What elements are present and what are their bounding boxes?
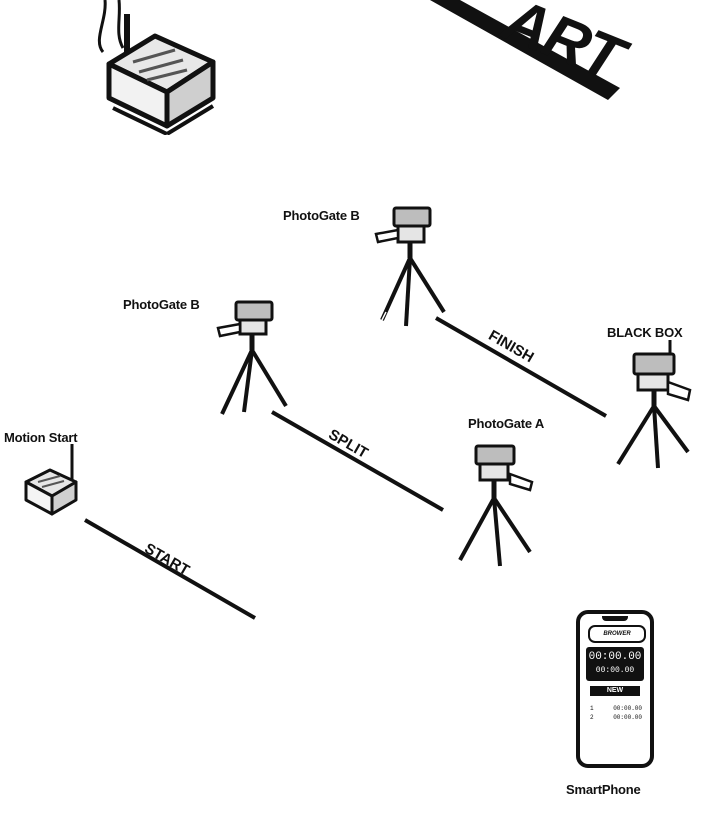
smartphone-label: SmartPhone <box>566 782 641 797</box>
phone-notch <box>602 616 628 621</box>
phone-logo: BROWER <box>588 625 646 643</box>
phone-new-button[interactable]: NEW <box>590 686 640 696</box>
phone-logo-text: BROWER <box>603 631 631 637</box>
banner-stripe <box>430 0 620 100</box>
tripod-photogate-b-top-icon <box>374 206 446 327</box>
motion-start-device-icon <box>24 444 78 516</box>
start-line <box>84 518 256 620</box>
motion-start-label: Motion Start <box>4 430 78 445</box>
receiver-box-icon <box>97 0 216 135</box>
photogate-b-top-label: PhotoGate B <box>283 208 360 223</box>
black-box-label: BLACK BOX <box>607 325 683 340</box>
split-line <box>271 410 444 512</box>
phone-timer-secondary: 00:00.00 <box>595 666 635 675</box>
phone-timer-panel: 00:00.00 00:00.00 <box>586 647 644 681</box>
finish-line <box>435 316 607 418</box>
tripod-photogate-a-icon <box>458 444 534 567</box>
photogate-b-left-label: PhotoGate B <box>123 297 200 312</box>
phone-timer-main: 00:00.00 <box>588 651 642 663</box>
tripod-black-box-icon <box>616 340 692 469</box>
photogate-a-label: PhotoGate A <box>468 416 545 431</box>
tripod-photogate-b-left-icon <box>216 300 288 415</box>
